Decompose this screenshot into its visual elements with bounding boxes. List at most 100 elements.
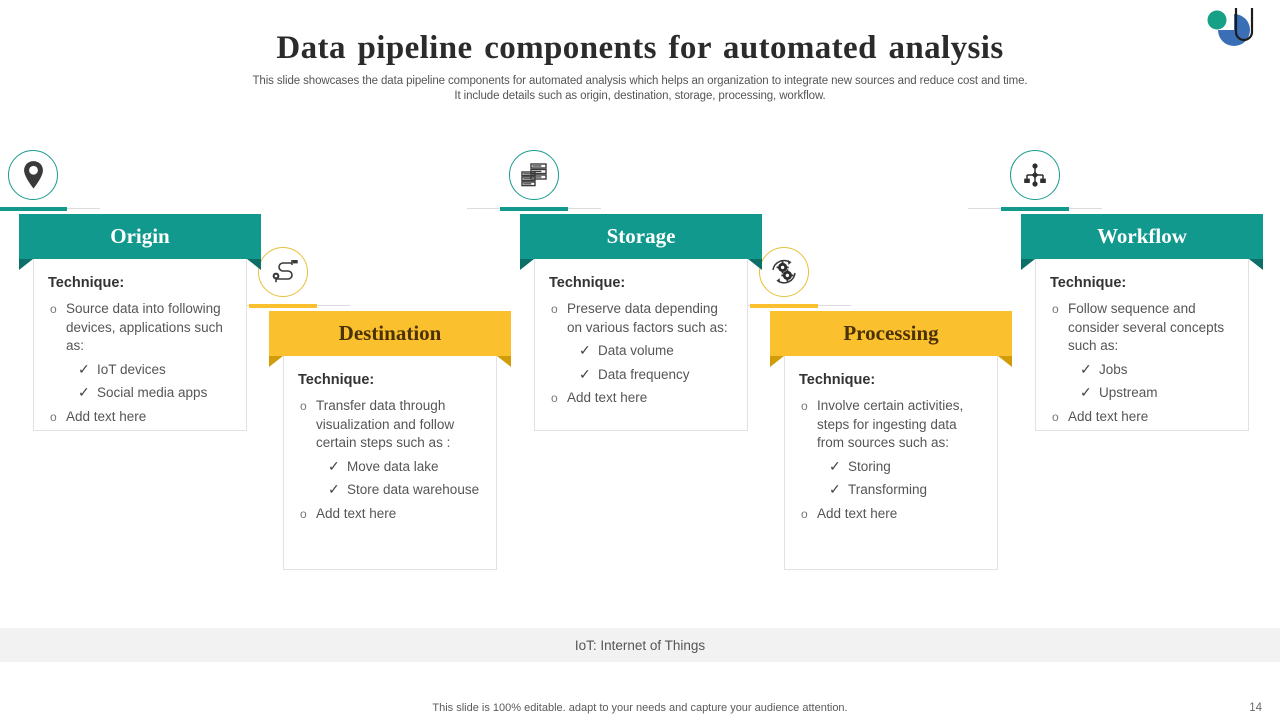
bullet-list: o Preserve data depending on various fact… bbox=[549, 300, 733, 408]
card-title: Processing bbox=[843, 321, 939, 345]
icon-divider-rule bbox=[467, 208, 601, 209]
list-item-text: Jobs bbox=[1099, 361, 1128, 377]
list-item: o Add text here bbox=[48, 408, 232, 427]
card-banner-destination: Destination bbox=[269, 311, 511, 367]
list-item: ✓ Data volume bbox=[549, 342, 733, 361]
icon-divider-rule bbox=[216, 305, 350, 306]
bullet-marker: o bbox=[801, 506, 808, 521]
list-item-text: Store data warehouse bbox=[347, 482, 480, 497]
list-item-text: IoT devices bbox=[97, 361, 166, 377]
card-title: Storage bbox=[606, 224, 676, 248]
bullet-marker: o bbox=[1052, 409, 1059, 424]
list-item: ✓ Move data lake bbox=[298, 458, 482, 477]
list-item-text: Upstream bbox=[1099, 385, 1158, 400]
bullet-marker: o bbox=[50, 409, 57, 424]
technique-label: Technique: bbox=[549, 275, 626, 291]
technique-label: Technique: bbox=[1050, 275, 1127, 291]
list-item: o Follow sequence and consider several co… bbox=[1050, 300, 1234, 356]
list-item: ✓IoT devices bbox=[48, 361, 232, 380]
list-item-text: Move data lake bbox=[347, 458, 439, 474]
bullet-marker: o bbox=[551, 391, 558, 405]
logo-teal-circle bbox=[1207, 10, 1227, 30]
list-item: ✓ Jobs bbox=[1050, 361, 1234, 380]
ribbon-tail-left bbox=[19, 259, 33, 270]
icon-divider-rule bbox=[717, 305, 851, 306]
bullet-marker: o bbox=[50, 302, 57, 316]
technique-label: Technique: bbox=[298, 372, 375, 388]
bullet-marker: o bbox=[551, 302, 558, 316]
card-body-destination: Technique: o Transfer data through visual… bbox=[283, 356, 497, 570]
list-item-text: Follow sequence and consider several con… bbox=[1068, 301, 1225, 353]
ribbon-tail-left bbox=[1021, 259, 1035, 270]
location-pin-icon bbox=[8, 150, 58, 200]
list-item-text: Preserve data depending on various facto… bbox=[567, 301, 728, 335]
list-item-text: Transforming bbox=[848, 482, 928, 497]
card-body-processing: Technique: o Involve certain activities, … bbox=[784, 356, 998, 570]
page-subtitle: This slide showcases the data pipeline c… bbox=[252, 75, 1028, 102]
card-title: Destination bbox=[338, 321, 442, 345]
bullet-marker: o bbox=[1052, 302, 1059, 316]
list-item-text: Social media apps bbox=[97, 385, 208, 400]
check-icon: ✓ bbox=[579, 342, 591, 358]
card-banner-workflow: Workflow bbox=[1021, 214, 1263, 270]
database-stack-icon bbox=[509, 150, 559, 200]
list-item-text: Data volume bbox=[598, 343, 674, 358]
ribbon-tail-left bbox=[269, 356, 283, 367]
editable-note: This slide is 100% editable. adapt to yo… bbox=[432, 702, 848, 714]
ribbon-tail-right bbox=[247, 259, 261, 270]
list-item-text: Data frequency bbox=[598, 366, 690, 382]
list-item: ✓Store data warehouse bbox=[298, 481, 482, 500]
check-icon: ✓ bbox=[1080, 384, 1092, 400]
ribbon-tail-right bbox=[998, 356, 1012, 367]
legend-bar: IoT: Internet of Things bbox=[0, 628, 1280, 662]
bullet-marker: o bbox=[300, 399, 307, 413]
ribbon-tail-left bbox=[770, 356, 784, 367]
list-item: ✓ Upstream bbox=[1050, 384, 1234, 403]
winding-path-flag-icon bbox=[258, 247, 308, 297]
list-item: o Add text here bbox=[298, 505, 482, 524]
check-icon: ✓ bbox=[328, 457, 340, 474]
list-item: o Transfer data through visualization and… bbox=[298, 397, 482, 453]
list-item-text: Add text here bbox=[1068, 408, 1149, 424]
ribbon-tail-right bbox=[497, 356, 511, 367]
list-item: o Add text here bbox=[549, 389, 733, 408]
card-body-workflow: Technique: o Follow sequence and consider… bbox=[1035, 259, 1249, 431]
bullet-marker: o bbox=[300, 506, 307, 521]
bullet-list: o Follow sequence and consider several co… bbox=[1050, 300, 1234, 426]
card-title: Workflow bbox=[1097, 224, 1187, 248]
list-item-text: Involve certain activities, steps for in… bbox=[817, 398, 964, 450]
ribbon-tail-right bbox=[748, 259, 762, 270]
card-banner-origin: Origin bbox=[19, 214, 261, 270]
list-item-text: Add text here bbox=[316, 505, 397, 521]
legend-text: IoT: Internet of Things bbox=[574, 637, 706, 653]
node-hierarchy-icon bbox=[1010, 150, 1060, 200]
card-body-storage: Technique: o Preserve data depending on v… bbox=[534, 259, 748, 431]
technique-label: Technique: bbox=[799, 372, 876, 388]
check-icon: ✓ bbox=[579, 365, 591, 382]
list-item-text: Add text here bbox=[567, 390, 648, 405]
ribbon-tail-left bbox=[520, 259, 534, 270]
bullet-list: o Involve certain activities, steps for i… bbox=[799, 397, 983, 523]
technique-label: Technique: bbox=[48, 275, 125, 291]
check-icon: ✓ bbox=[78, 384, 90, 400]
list-item: o Preserve data depending on various fact… bbox=[549, 300, 733, 337]
list-item-text: Storing bbox=[848, 458, 891, 474]
card-banner-storage: Storage bbox=[520, 214, 762, 270]
list-item: ✓ Storing bbox=[799, 458, 983, 477]
check-icon: ✓ bbox=[829, 481, 841, 497]
check-icon: ✓ bbox=[829, 457, 841, 474]
page-number: 14 bbox=[1249, 702, 1262, 714]
card-banner-processing: Processing bbox=[770, 311, 1012, 367]
list-item: ✓ Transforming bbox=[799, 481, 983, 500]
list-item-text: Transfer data through visualization and … bbox=[316, 398, 455, 450]
list-item: ✓ Data frequency bbox=[549, 366, 733, 385]
check-icon: ✓ bbox=[1080, 360, 1092, 377]
logo-u-curve bbox=[1234, 8, 1254, 42]
list-item-text: Add text here bbox=[66, 408, 147, 424]
card-title: Origin bbox=[110, 224, 170, 248]
brand-logo bbox=[1200, 6, 1272, 50]
